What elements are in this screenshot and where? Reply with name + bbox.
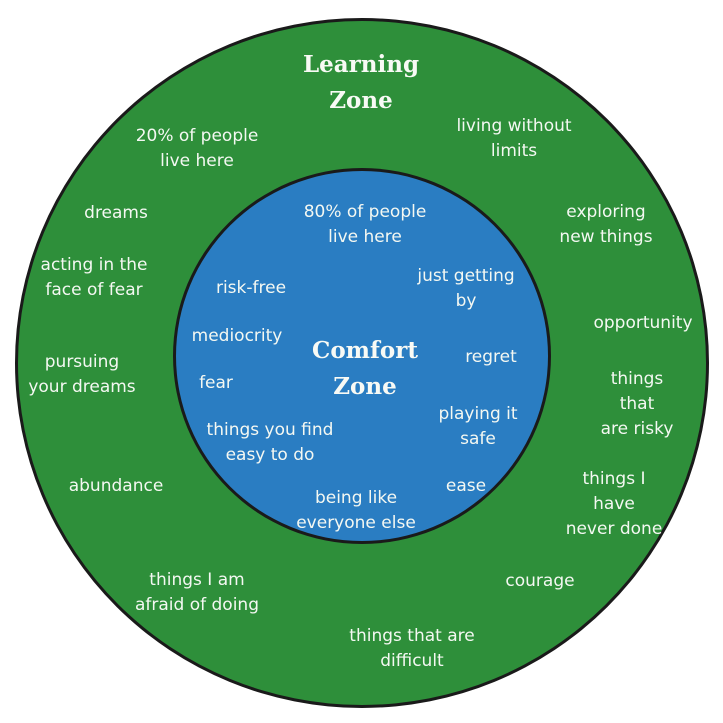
comfort-zone-circle xyxy=(173,168,551,544)
comfort-zone-item: just getting by xyxy=(417,266,515,311)
learning-zone-item: things I am afraid of doing xyxy=(135,570,259,615)
comfort-zone-item: regret xyxy=(465,347,517,367)
learning-zone-item: things I have never done xyxy=(565,469,663,539)
comfort-zone-item: fear xyxy=(199,373,233,393)
comfort-zone-item: being like everyone else xyxy=(296,488,416,533)
learning-zone-item: 20% of people live here xyxy=(135,126,259,171)
learning-zone-item: abundance xyxy=(68,476,164,496)
learning-zone-item: acting in the face of fear xyxy=(40,255,148,300)
learning-zone-item: things that are difficult xyxy=(349,626,475,671)
comfort-zone-item: risk-free xyxy=(215,278,287,298)
comfort-zone-item: playing it safe xyxy=(438,404,518,449)
learning-zone-item: dreams xyxy=(84,203,148,223)
comfort-zone-item: ease xyxy=(445,476,487,496)
comfort-zone-item: mediocrity xyxy=(191,326,283,346)
learning-zone-item: courage xyxy=(505,571,575,591)
learning-zone-item: things that are risky xyxy=(600,369,674,439)
learning-zone-item: living without limits xyxy=(456,116,572,161)
learning-zone-title: Learning Zone xyxy=(302,51,420,114)
learning-zone-item: pursuing your dreams xyxy=(28,352,136,397)
comfort-zone-item: things you find easy to do xyxy=(206,420,334,465)
learning-zone-item: exploring new things xyxy=(559,202,653,247)
comfort-zone-item: 80% of people live here xyxy=(303,202,427,247)
learning-zone-item: opportunity xyxy=(593,313,693,333)
comfort-zone-title: Comfort Zone xyxy=(312,337,418,400)
